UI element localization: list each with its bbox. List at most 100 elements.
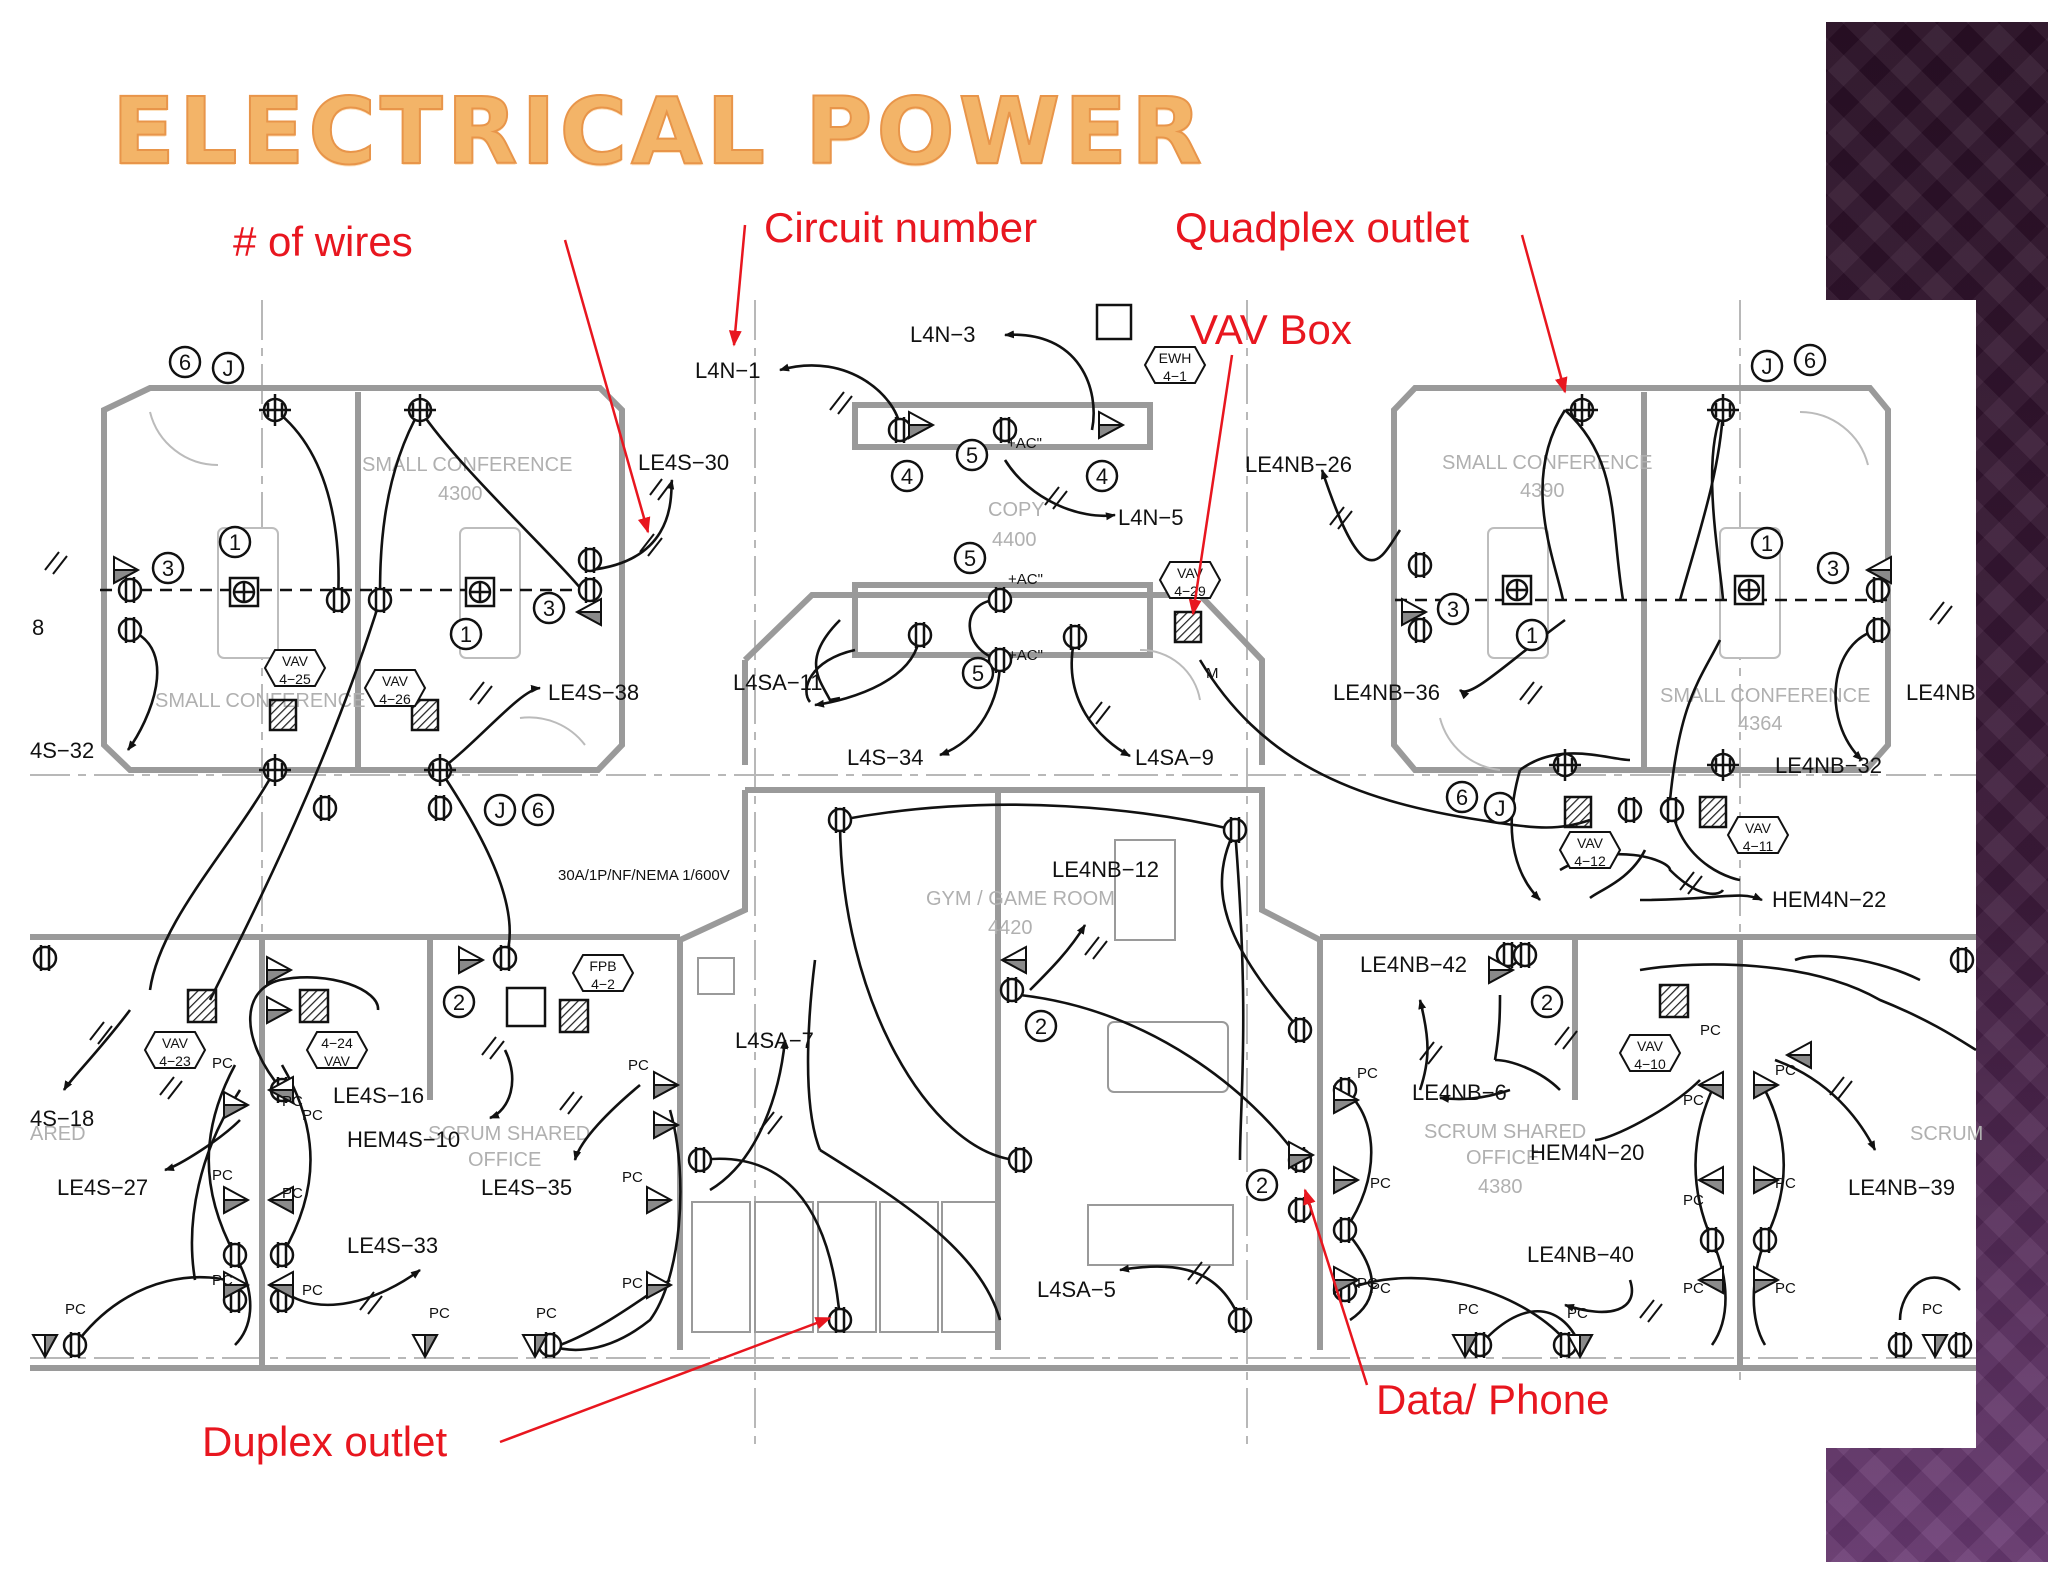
quadplex-outlet bbox=[1707, 394, 1739, 426]
circuit-4s-18-cut: 4S−18 bbox=[30, 1106, 94, 1131]
circuit-le4nb-cut: LE4NB bbox=[1906, 680, 1976, 705]
duplex-outlet bbox=[492, 945, 518, 971]
callout-wires: # of wires bbox=[233, 218, 413, 265]
svg-text:2: 2 bbox=[1035, 1014, 1047, 1039]
quadplex-outlet bbox=[259, 754, 291, 786]
pc-label: PC bbox=[302, 1282, 323, 1299]
duplex-outlet bbox=[1865, 577, 1891, 603]
duplex-outlet bbox=[222, 1242, 248, 1268]
svg-text:4−23: 4−23 bbox=[159, 1053, 191, 1069]
svg-text:1: 1 bbox=[1761, 531, 1773, 556]
plan-sheet bbox=[30, 300, 1976, 1448]
circuit-l4s-34: L4S−34 bbox=[847, 745, 923, 770]
pc-label: PC bbox=[1683, 1280, 1704, 1297]
circuit-le4nb-26: LE4NB−26 bbox=[1245, 452, 1352, 477]
svg-text:2: 2 bbox=[453, 990, 465, 1015]
circuit-l4sa-5: L4SA−5 bbox=[1037, 1277, 1116, 1302]
pc-label: PC bbox=[1683, 1092, 1704, 1109]
circuit-4s-32-cut: 4S−32 bbox=[30, 738, 94, 763]
pc-label: PC bbox=[536, 1305, 557, 1322]
ewh-unit bbox=[1095, 303, 1133, 341]
svg-text:VAV: VAV bbox=[162, 1035, 189, 1051]
circuit-hem4s-10: HEM4S−10 bbox=[347, 1127, 460, 1152]
circuit-le4nb-32: LE4NB−32 bbox=[1775, 753, 1882, 778]
room-label-small-conference-4364: SMALL CONFERENCE bbox=[1660, 685, 1870, 707]
data-phone-outlet bbox=[266, 995, 294, 1025]
circuit-l4sa-11: L4SA−11 bbox=[733, 670, 823, 695]
room-label-copy: COPY bbox=[988, 499, 1045, 521]
vav-box bbox=[1658, 983, 1690, 1019]
duplex-callout-arrow bbox=[499, 1316, 832, 1444]
quadplex-callout-arrow bbox=[1520, 234, 1568, 394]
svg-text:2: 2 bbox=[1541, 990, 1553, 1015]
svg-text:3: 3 bbox=[543, 596, 555, 621]
pc-label: PC bbox=[1775, 1280, 1796, 1297]
circuit-le4nb-36: LE4NB−36 bbox=[1333, 680, 1440, 705]
circle-bubble: 3 bbox=[532, 591, 566, 625]
room-label-scrum-left: SCRUM SHARED bbox=[428, 1123, 590, 1145]
pc-label: PC bbox=[1357, 1065, 1378, 1082]
svg-text:4−24: 4−24 bbox=[321, 1035, 353, 1051]
duplex-outlet bbox=[117, 617, 143, 643]
duplex-outlet bbox=[1752, 1227, 1778, 1253]
wire-count-marks bbox=[44, 391, 1953, 1323]
circle-bubble: J bbox=[483, 793, 517, 827]
data-phone-outlet bbox=[1864, 555, 1892, 585]
svg-text:4−10: 4−10 bbox=[1634, 1056, 1666, 1072]
pc-label: PC bbox=[1700, 1022, 1721, 1039]
data-phone-outlet bbox=[653, 1070, 681, 1100]
room-label-scrum-right: SCRUM SHARED bbox=[1424, 1121, 1586, 1143]
callout-quadplex-outlet: Quadplex outlet bbox=[1175, 204, 1470, 251]
circuit-l4sa-9: L4SA−9 bbox=[1135, 745, 1214, 770]
data-phone-outlet bbox=[999, 945, 1027, 975]
circuit-hem4n-22: HEM4N−22 bbox=[1772, 887, 1886, 912]
circle-bubble: 5 bbox=[955, 438, 989, 472]
duplex-outlet bbox=[1007, 1147, 1033, 1173]
duplex-outlet bbox=[1495, 942, 1521, 968]
data-phone-outlet bbox=[458, 945, 486, 975]
room-label-small-conference-left-lower: SMALL CONFERENCE bbox=[155, 690, 365, 712]
svg-text:VAV: VAV bbox=[324, 1053, 351, 1069]
svg-text:5: 5 bbox=[966, 443, 978, 468]
svg-text:VAV: VAV bbox=[1637, 1038, 1664, 1054]
vav-box bbox=[298, 988, 330, 1024]
room-number-4300: 4300 bbox=[438, 483, 483, 505]
room-label-shared-left: ARED bbox=[30, 1123, 86, 1145]
ac-label: +AC" bbox=[1007, 435, 1042, 452]
svg-text:J: J bbox=[1762, 354, 1773, 379]
callout-vav-box: VAV Box bbox=[1190, 306, 1352, 353]
data-phone-outlet bbox=[646, 1185, 674, 1215]
circuit-l4n-3: L4N−3 bbox=[910, 322, 975, 347]
callout-circuit-number: Circuit number bbox=[764, 204, 1038, 251]
circle-bubble: 2 bbox=[1530, 985, 1564, 1019]
data-phone-outlet bbox=[266, 1185, 294, 1215]
data-phone-outlet bbox=[266, 1270, 294, 1300]
duplex-outlet bbox=[577, 547, 603, 573]
callout-arrows bbox=[499, 224, 1568, 1444]
svg-text:5: 5 bbox=[972, 661, 984, 686]
data-phone-outlet bbox=[113, 555, 141, 585]
svg-text:J: J bbox=[1495, 796, 1506, 821]
duplex-outlet bbox=[1947, 1332, 1973, 1358]
callout-data-phone: Data/ Phone bbox=[1376, 1376, 1610, 1423]
duplex-outlet bbox=[577, 577, 603, 603]
room-number-4380: 4380 bbox=[1478, 1176, 1523, 1198]
circuit-le4nb-12: LE4NB−12 bbox=[1052, 857, 1159, 882]
data-phone-outlet bbox=[1098, 410, 1126, 440]
pc-label: PC bbox=[1683, 1192, 1704, 1209]
quadplex-outlet bbox=[259, 394, 291, 426]
circle-bubble: 6 bbox=[1793, 343, 1827, 377]
data-phone-outlet bbox=[1333, 1085, 1361, 1115]
svg-text:3: 3 bbox=[162, 556, 174, 581]
duplex-outlet bbox=[1659, 797, 1685, 823]
data-phone-outlet bbox=[1333, 1165, 1361, 1195]
pc-label: PC bbox=[1357, 1275, 1378, 1292]
pc-label: PC bbox=[1775, 1062, 1796, 1079]
duplex-outlet bbox=[1865, 617, 1891, 643]
data-phone-outlet bbox=[1753, 1165, 1781, 1195]
quadplex-outlet-floor bbox=[464, 576, 496, 608]
room-number-4400: 4400 bbox=[992, 529, 1037, 551]
